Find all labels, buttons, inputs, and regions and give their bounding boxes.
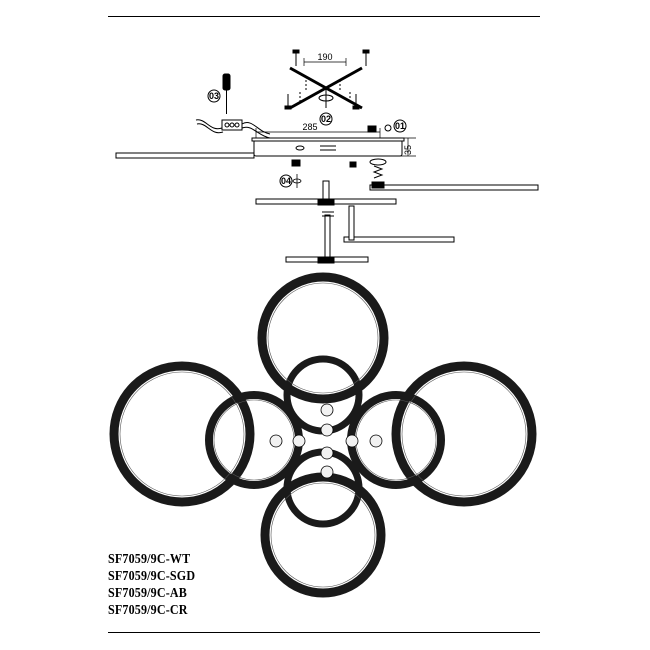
svg-text:01: 01 [395,121,405,131]
terminal-block-icon [195,119,271,139]
ring-small-bottom [283,448,363,528]
callout-04: 04 [279,174,302,188]
callout-03: 03 [207,89,221,103]
bottom-rule [108,632,540,633]
ring-top [257,272,389,404]
canopy-width-label: 285 [302,122,317,132]
bar-spacing-label: 190 [317,52,332,62]
svg-text:02: 02 [321,114,331,124]
ring-left [109,361,255,507]
svg-text:03: 03 [209,91,219,101]
bracket-screws [284,49,370,110]
canopy-height-label: 35 [403,145,413,155]
model-code: SF7059/9C-SGD [108,569,196,584]
ring-right [391,361,537,507]
ring-bottom [260,472,386,598]
model-code: SF7059/9C-AB [108,586,187,601]
canopy [251,124,405,157]
callout-02: 02 [319,112,333,126]
screwdriver-icon [222,73,231,114]
lamp-top-view [109,272,537,598]
model-code: SF7059/9C-CR [108,603,188,618]
hub-connectors [269,403,383,479]
svg-text:04: 04 [281,176,291,186]
model-code: SF7059/9C-WT [108,552,191,567]
model-list: SF7059/9C-WT SF7059/9C-SGD SF7059/9C-AB … [108,551,195,619]
mounting-bracket [284,49,370,110]
lamp-arms-side-view [115,152,539,264]
top-rule [108,16,540,17]
callout-01: 01 [393,119,407,133]
